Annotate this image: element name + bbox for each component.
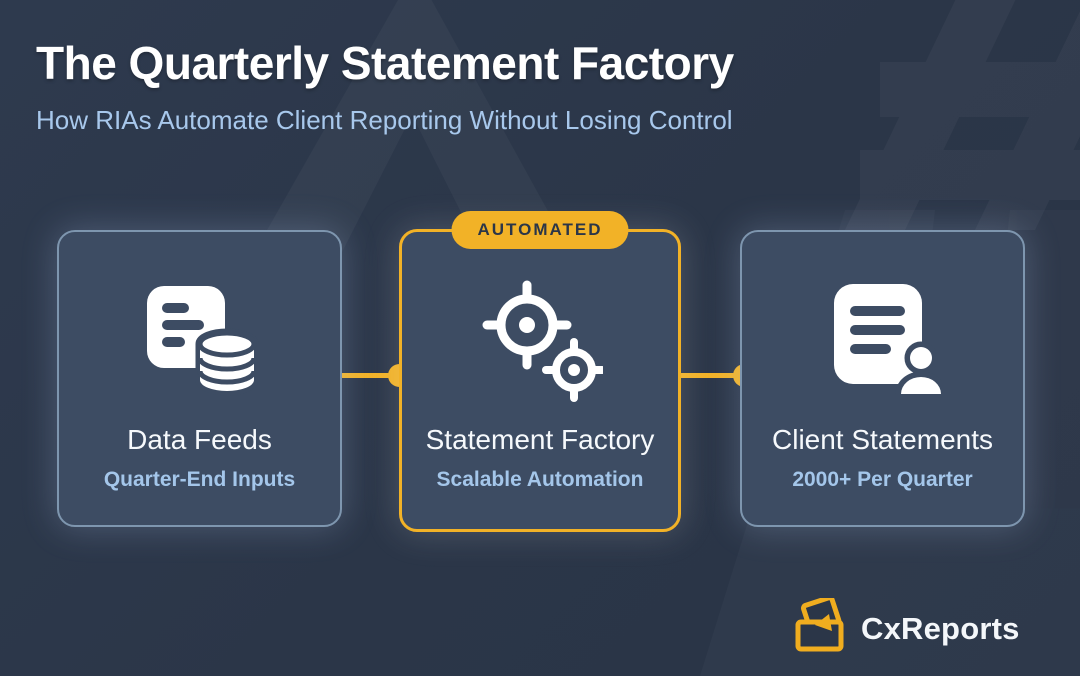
flow-card-statement-factory: AUTOMATED Statement Factory Scalable Aut… [399, 211, 681, 532]
document-database-icon [59, 282, 340, 400]
card-subtitle: Quarter-End Inputs [103, 468, 296, 491]
card-subtitle: 2000+ Per Quarter [792, 468, 973, 491]
envelope-report-icon [793, 595, 847, 659]
watermark-hash-bar [880, 62, 1080, 117]
document-user-icon [742, 282, 1023, 396]
automated-badge: AUTOMATED [451, 211, 629, 249]
flow-card-client-statements: Client Statements 2000+ Per Quarter [740, 230, 1025, 527]
page-subtitle: How RIAs Automate Client Reporting Witho… [36, 105, 733, 135]
card-subtitle: Scalable Automation [436, 468, 644, 491]
brand-name: CxReports [861, 610, 1020, 646]
watermark-hash-bar [975, 0, 1080, 230]
header: The Quarterly Statement Factory How RIAs… [36, 36, 734, 136]
flow-connector-line [679, 373, 745, 378]
watermark-hash-bar [845, 0, 1025, 230]
watermark-hash-bar [860, 150, 1080, 200]
card-title: Data Feeds [127, 424, 272, 455]
page-title: The Quarterly Statement Factory [36, 37, 734, 89]
flow-connector-line [340, 373, 402, 378]
card-title: Client Statements [772, 424, 993, 455]
brand-lockup: CxReports [793, 595, 1020, 659]
card-title: Statement Factory [425, 424, 655, 455]
flow-card-data-feeds: Data Feeds Quarter-End Inputs [57, 230, 342, 527]
crosshair-targets-icon [402, 280, 678, 402]
